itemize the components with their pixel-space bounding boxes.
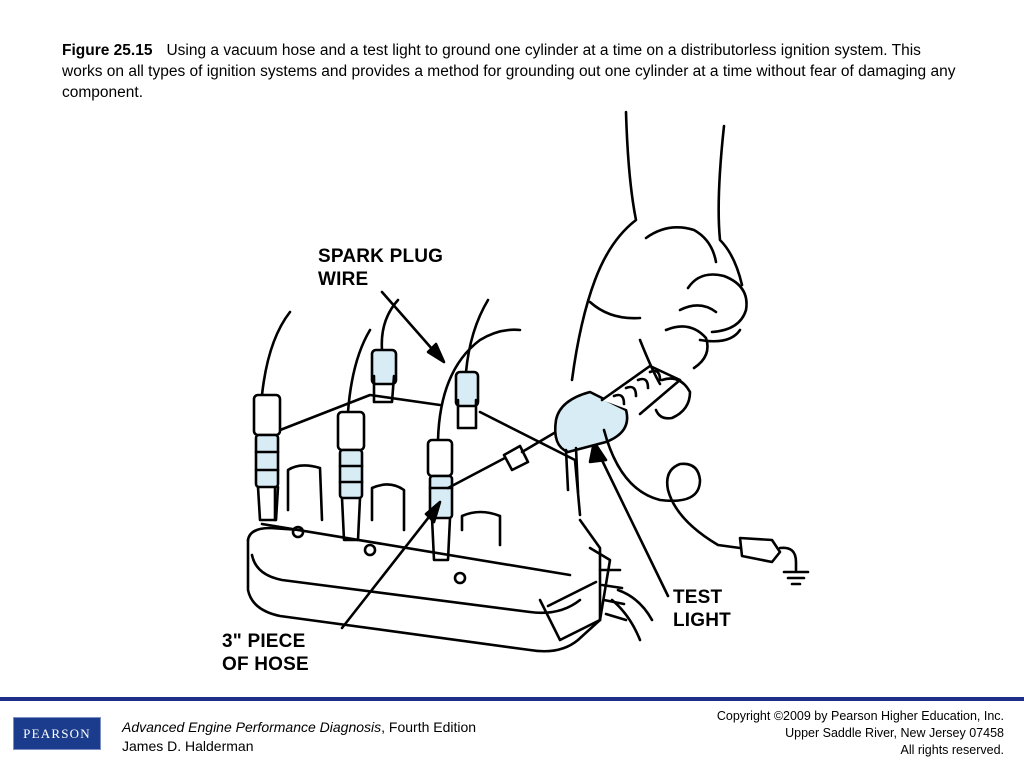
test-light	[446, 364, 810, 586]
book-info: Advanced Engine Performance Diagnosis, F…	[122, 718, 476, 756]
footer-divider	[0, 697, 1024, 701]
copyright-notice: Copyright ©2009 by Pearson Higher Educat…	[717, 708, 1004, 759]
pearson-logo: PEARSON	[13, 717, 101, 750]
callout-spark-plug-wire: SPARK PLUG WIRE	[318, 245, 443, 291]
callout-test-light-line2: LIGHT	[673, 610, 731, 631]
pearson-logo-text: PEARSON	[23, 725, 91, 741]
figure-label: Figure 25.15	[62, 42, 153, 59]
callout-hose-piece: 3" PIECE OF HOSE	[222, 630, 309, 676]
callout-test-light: TEST LIGHT	[673, 586, 731, 632]
copyright-line-3: All rights reserved.	[900, 743, 1004, 757]
callout-spark-plug-wire-line2: WIRE	[318, 269, 369, 290]
copyright-line-1: Copyright ©2009 by Pearson Higher Educat…	[716, 709, 1004, 723]
ignition-diagram	[246, 110, 810, 653]
callout-test-light-line1: TEST	[673, 587, 723, 608]
callout-hose-piece-line1: 3" PIECE	[222, 631, 306, 652]
callout-spark-plug-wire-line1: SPARK PLUG	[318, 246, 444, 267]
book-title: Advanced Engine Performance Diagnosis	[122, 719, 382, 735]
copyright-line-2: Upper Saddle River, New Jersey 07458	[785, 726, 1004, 740]
book-edition: , Fourth Edition	[381, 719, 477, 735]
book-author: James D. Halderman	[122, 738, 254, 754]
spark-plug-wires	[252, 298, 522, 562]
pointer-arrows	[340, 290, 670, 630]
hand	[570, 110, 748, 420]
caption-text: Using a vacuum hose and a test light to …	[62, 42, 956, 101]
callout-hose-piece-line2: OF HOSE	[222, 654, 309, 675]
